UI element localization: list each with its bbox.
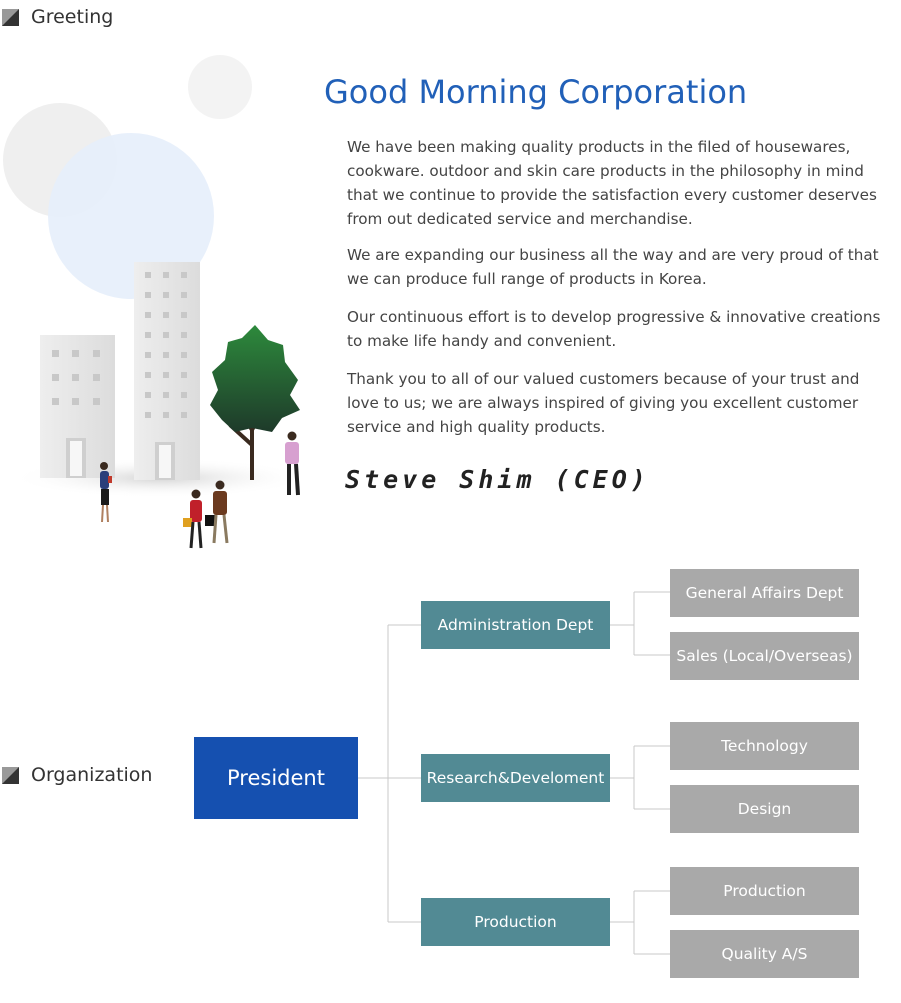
greeting-section-header: Greeting	[2, 6, 113, 28]
greeting-paragraph-1: We have been making quality products in …	[347, 138, 877, 228]
dept-administration: Administration Dept	[421, 601, 610, 649]
president-box: President	[194, 737, 358, 819]
greeting-section-title: Greeting	[31, 6, 114, 28]
section-marker-icon	[2, 8, 19, 26]
dept-production: Production	[421, 898, 610, 946]
company-title: Good Morning Corporation	[324, 73, 748, 111]
sub-quality: Quality A/S	[670, 930, 859, 978]
ceo-signature: Steve Shim (CEO)	[345, 465, 650, 494]
greeting-paragraph-4: Thank you to all of our valued customers…	[347, 370, 860, 436]
sub-technology: Technology	[670, 722, 859, 770]
decor-circle-blue	[48, 133, 214, 299]
organization-section-header: Organization	[2, 764, 152, 786]
person-woman-left	[100, 462, 112, 523]
person-man-pink	[285, 431, 300, 496]
decor-circle-small	[188, 55, 252, 119]
dept-research-development: Research&Develoment	[421, 754, 610, 802]
sub-production: Production	[670, 867, 859, 915]
person-man-brown	[205, 480, 229, 544]
short-building	[40, 335, 115, 478]
person-man-red	[183, 489, 203, 549]
tall-building	[134, 262, 200, 480]
organization-section-title: Organization	[31, 764, 153, 786]
sub-design: Design	[670, 785, 859, 833]
greeting-paragraph-3: Our continuous effort is to develop prog…	[347, 308, 881, 350]
section-marker-icon	[2, 766, 19, 784]
sub-sales: Sales (Local/Overseas)	[670, 632, 859, 680]
greeting-paragraph-2: We are expanding our business all the wa…	[347, 246, 879, 288]
sub-general-affairs: General Affairs Dept	[670, 569, 859, 617]
tree	[210, 325, 300, 480]
city-buildings-illustration	[3, 55, 310, 549]
